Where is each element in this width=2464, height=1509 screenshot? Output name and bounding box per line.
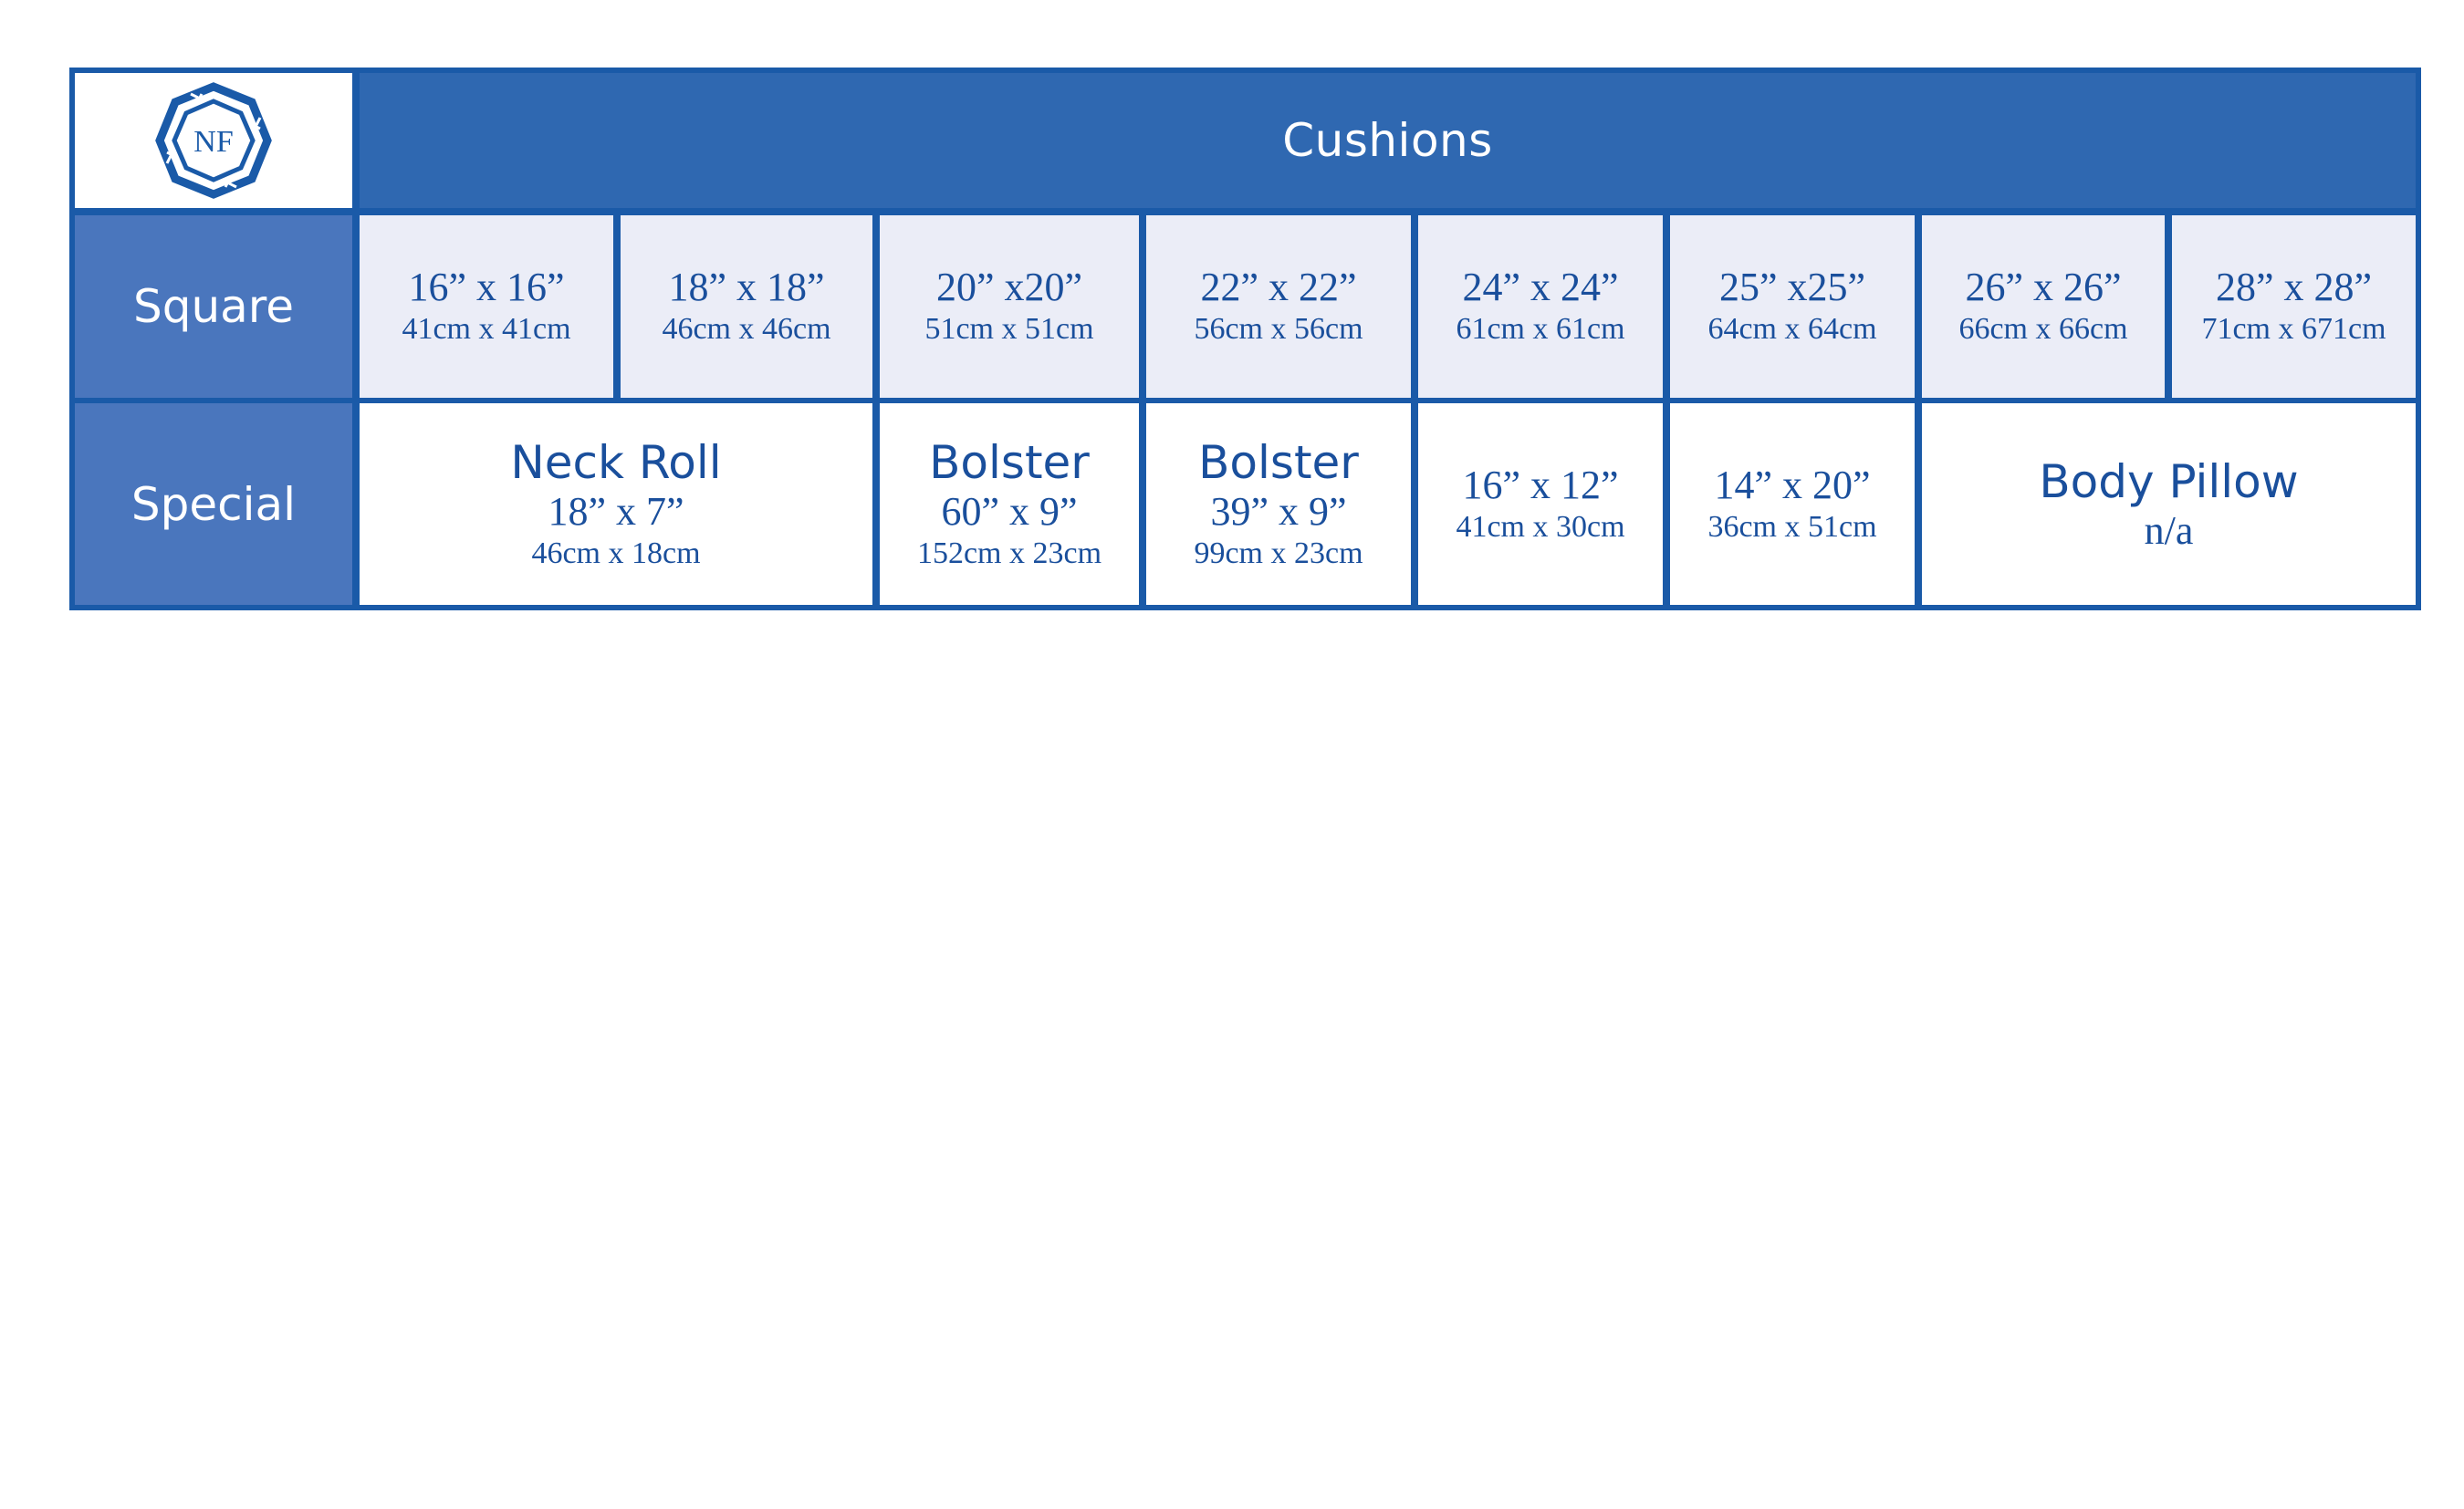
special-size-cell: 14” x 20” 36cm x 51cm bbox=[1670, 403, 1915, 605]
size-inches: 18” x 18” bbox=[668, 265, 825, 309]
square-size-cell: 28” x 28” 71cm x 671cm bbox=[2172, 215, 2416, 398]
size-inches: 28” x 28” bbox=[2215, 265, 2373, 309]
special-name: Body Pillow bbox=[2039, 454, 2299, 508]
logo-monogram: NF bbox=[193, 125, 233, 159]
size-metric: 46cm x 46cm bbox=[662, 312, 831, 346]
size-metric: 41cm x 30cm bbox=[1456, 509, 1625, 544]
size-metric: 71cm x 671cm bbox=[2201, 312, 2386, 346]
size-inches: 20” x20” bbox=[935, 265, 1083, 309]
table-title: Cushions bbox=[360, 73, 2416, 208]
special-size-cell: Bolster 60” x 9” 152cm x 23cm bbox=[880, 403, 1139, 605]
square-size-cell: 26” x 26” 66cm x 66cm bbox=[1922, 215, 2165, 398]
square-size-cell: 24” x 24” 61cm x 61cm bbox=[1418, 215, 1663, 398]
cushion-size-table: NF Cushions Square Special 16” x 16” 41c… bbox=[69, 68, 2421, 610]
special-size-cell: Body Pillow n/a bbox=[1922, 403, 2416, 605]
size-inches: 60” x 9” bbox=[941, 488, 1078, 534]
special-name: Bolster bbox=[1198, 435, 1359, 489]
square-size-cell: 18” x 18” 46cm x 46cm bbox=[621, 215, 872, 398]
special-name: Neck Roll bbox=[510, 435, 722, 489]
square-size-cell: 20” x20” 51cm x 51cm bbox=[880, 215, 1139, 398]
size-inches: 26” x 26” bbox=[1965, 265, 2122, 309]
size-metric: 64cm x 64cm bbox=[1707, 312, 1877, 346]
size-metric: 99cm x 23cm bbox=[1194, 536, 1363, 570]
special-name: Bolster bbox=[929, 435, 1090, 489]
special-size-cell: 16” x 12” 41cm x 30cm bbox=[1418, 403, 1663, 605]
size-inches: 16” x 16” bbox=[408, 265, 565, 309]
size-inches: 25” x25” bbox=[1718, 265, 1866, 309]
square-size-cell: 16” x 16” 41cm x 41cm bbox=[360, 215, 613, 398]
row-separator bbox=[75, 398, 2416, 403]
size-inches: 22” x 22” bbox=[1200, 265, 1357, 309]
special-size-cell: Bolster 39” x 9” 99cm x 23cm bbox=[1146, 403, 1411, 605]
size-inches: 14” x 20” bbox=[1714, 462, 1871, 507]
square-size-cell: 22” x 22” 56cm x 56cm bbox=[1146, 215, 1411, 398]
size-metric: 61cm x 61cm bbox=[1456, 312, 1625, 346]
size-metric: 152cm x 23cm bbox=[916, 536, 1102, 570]
size-inches: 39” x 9” bbox=[1210, 488, 1347, 534]
size-metric: n/a bbox=[2144, 507, 2194, 553]
size-metric: 66cm x 66cm bbox=[1958, 312, 2128, 346]
nf-logo-icon: NF bbox=[155, 82, 272, 199]
size-metric: 51cm x 51cm bbox=[924, 312, 1094, 346]
size-metric: 36cm x 51cm bbox=[1707, 509, 1877, 544]
size-metric: 41cm x 41cm bbox=[402, 312, 571, 346]
logo-cell: NF bbox=[75, 73, 352, 208]
size-inches: 24” x 24” bbox=[1462, 265, 1619, 309]
size-inches: 18” x 7” bbox=[548, 488, 684, 534]
size-inches: 16” x 12” bbox=[1462, 462, 1619, 507]
special-size-cell: Neck Roll 18” x 7” 46cm x 18cm bbox=[360, 403, 872, 605]
size-metric: 46cm x 18cm bbox=[531, 536, 701, 570]
square-size-cell: 25” x25” 64cm x 64cm bbox=[1670, 215, 1915, 398]
row-header-square: Square bbox=[75, 215, 352, 398]
size-metric: 56cm x 56cm bbox=[1194, 312, 1363, 346]
row-header-special: Special bbox=[75, 403, 352, 605]
